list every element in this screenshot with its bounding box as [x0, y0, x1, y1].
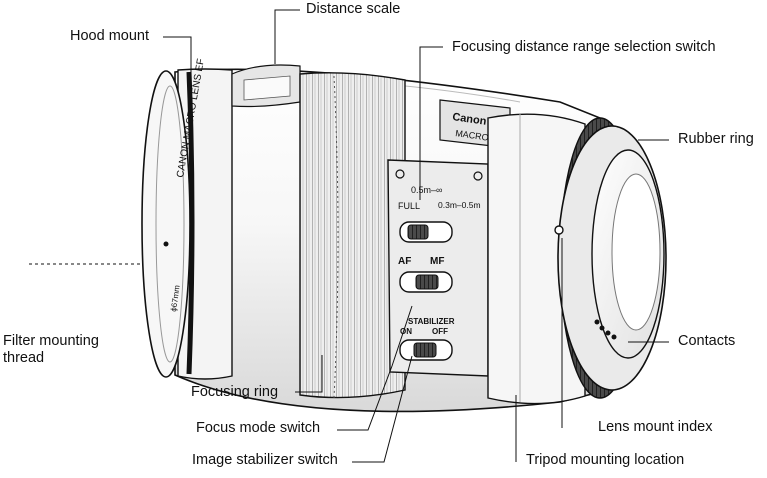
mf-marking: MF [430, 256, 444, 267]
leader-stabilizer [352, 355, 413, 463]
label-focus-mode-switch: Focus mode switch [196, 420, 321, 436]
leader-distance-scale [274, 9, 300, 64]
range-full-marking: FULL [398, 201, 420, 211]
range-macro-marking: 0.3m–0.5m [438, 200, 481, 210]
label-tripod-mounting-location: Tripod mounting location [526, 452, 685, 468]
rear-collar [487, 113, 586, 405]
range-near-marking: 0.5m–∞ [411, 185, 442, 195]
label-filter-mounting-thread-line1: Filter mounting [3, 333, 99, 349]
label-focusing-distance-range-selection-switch: Focusing distance range selection switch [452, 39, 716, 55]
brand-marking: Canon [452, 111, 488, 128]
distance-scale-window [231, 64, 301, 108]
label-image-stabilizer-switch: Image stabilizer switch [192, 452, 338, 468]
leader-hood-mount [163, 36, 192, 72]
contacts-graphic [594, 319, 617, 340]
label-hood-mount: Hood mount [70, 28, 149, 44]
filter-size-engraving: ϕ67mm [169, 284, 182, 312]
focus-mode-switch-knob[interactable] [415, 274, 439, 290]
front-element [141, 70, 191, 378]
label-distance-scale: Distance scale [306, 1, 401, 17]
leader-focus-mode [337, 305, 413, 431]
leader-range-switch [419, 46, 443, 200]
leader-focusing-ring [295, 355, 323, 393]
label-filter-mounting-thread-line2: thread [3, 350, 45, 366]
label-focusing-ring: Focusing ring [191, 384, 279, 400]
front-dot-marker [163, 241, 169, 247]
mount-index-dot [554, 225, 564, 235]
af-marking: AF [398, 256, 411, 267]
off-marking: OFF [432, 327, 448, 336]
label-lens-mount-index: Lens mount index [598, 419, 713, 435]
leader-lines [29, 9, 669, 463]
stabilizer-marking: STABILIZER [408, 317, 455, 326]
label-filter-mounting-thread: Filter mounting thread [3, 333, 99, 367]
label-rubber-ring: Rubber ring [678, 131, 754, 147]
label-contacts: Contacts [678, 333, 736, 349]
switch-panel: 0.5m–∞ FULL 0.3m–0.5m AF MF STABILIZER O… [387, 159, 489, 377]
stabilizer-switch-knob[interactable] [413, 342, 437, 358]
on-marking: ON [400, 327, 412, 336]
focusing-ring-graphic [299, 72, 406, 399]
front-ring [177, 68, 233, 380]
range-switch-knob[interactable] [407, 224, 429, 240]
rear-mount [554, 125, 667, 391]
